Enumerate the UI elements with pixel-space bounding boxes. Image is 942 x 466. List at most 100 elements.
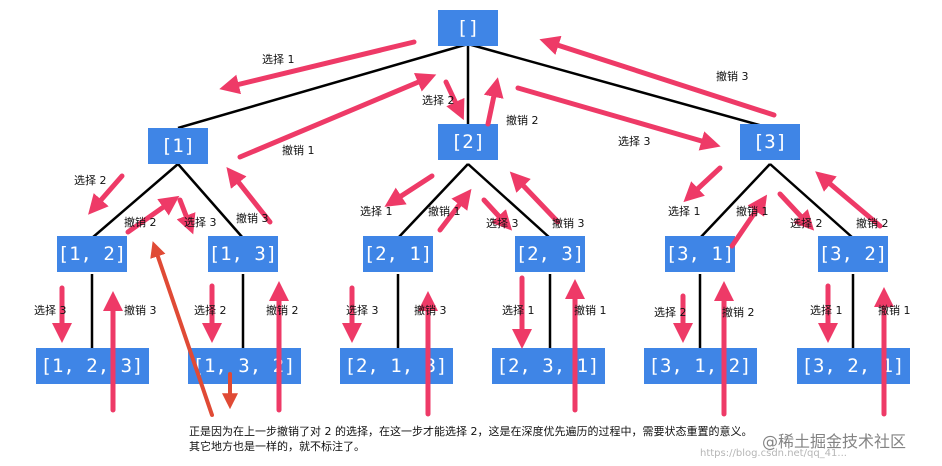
edge-n1-n13	[177, 163, 244, 239]
arrow-n1-undo-3	[226, 166, 273, 225]
label-n2-undo-3: 撤销 3	[552, 216, 585, 230]
node-3-label: [3]	[753, 131, 787, 153]
label-n2-select-3: 选择 3	[486, 216, 519, 230]
edge-root-n3	[467, 42, 771, 130]
label-n3-undo-1: 撤销 1	[736, 204, 769, 218]
label-n2-undo-1: 撤销 1	[428, 204, 461, 218]
node-2-3-1-label: [2, 3, 1]	[497, 355, 600, 377]
arrow-select-3	[515, 85, 721, 151]
arrow-n1-select-3	[176, 197, 196, 235]
watermark-url: https://blog.csdn.net/qq_41...	[700, 448, 847, 459]
node-root-label: []	[457, 17, 480, 39]
label-l31-select: 选择 2	[654, 305, 687, 319]
label-n3-select-1: 选择 1	[668, 204, 701, 218]
node-3-2-label: [3, 2]	[819, 243, 888, 265]
label-select-3: 选择 3	[618, 134, 651, 148]
node-3-1-2-label: [3, 1, 2]	[649, 355, 752, 377]
label-l32-select: 选择 1	[810, 303, 843, 317]
arrow-n2-select-3	[481, 197, 513, 231]
arrow-undo-3	[539, 35, 777, 118]
edge-n2-n21	[397, 163, 469, 239]
step-labels: 选择 1 选择 2 选择 3 撤销 1 撤销 2 撤销 3 选择 2 撤销 2 …	[34, 52, 911, 319]
label-undo-2: 撤销 2	[506, 113, 539, 127]
label-n2-select-1: 选择 1	[360, 204, 393, 218]
edge-root-n1	[177, 42, 469, 130]
node-2-3: [2, 3]	[515, 236, 585, 272]
label-l13-select: 选择 2	[194, 303, 227, 317]
node-3: [3]	[740, 124, 800, 160]
edge-n3-n31	[699, 163, 771, 239]
node-3-1: [3, 1]	[665, 236, 735, 272]
arrow-select-1	[219, 39, 417, 95]
label-l23-select: 选择 1	[502, 303, 535, 317]
arrow-n1-select-2	[88, 173, 125, 215]
arrow-select-2	[443, 79, 465, 121]
edge-n3-n32	[769, 163, 854, 239]
node-2-3-1: [2, 3, 1]	[492, 348, 605, 384]
node-1-3-2-label: [1, 3, 2]	[193, 355, 296, 377]
node-1: [1]	[148, 128, 208, 164]
arrow-n3-select-1	[683, 165, 723, 203]
node-2-1-3-label: [2, 1, 3]	[345, 355, 448, 377]
arrow-n3-undo-1	[729, 194, 768, 249]
arrow-n2-undo-1	[437, 188, 472, 233]
node-1-2-3: [1, 2, 3]	[36, 348, 149, 384]
note-line-1: 正是因为在上一步撤销了对 2 的选择，在这一步才能选择 2，这是在深度优先遍历的…	[189, 425, 753, 438]
watermark-logo-text: @稀土掘金技术社区	[762, 432, 907, 451]
node-2-1-label: [2, 1]	[364, 243, 433, 265]
label-n1-undo-2: 撤销 2	[124, 215, 157, 229]
node-1-3-label: [1, 3]	[209, 243, 278, 265]
node-1-2: [1, 2]	[57, 236, 127, 272]
label-l12-select: 选择 3	[34, 303, 67, 317]
label-n1-select-2: 选择 2	[74, 173, 107, 187]
node-1-2-3-label: [1, 2, 3]	[41, 355, 144, 377]
node-1-3: [1, 3]	[208, 236, 278, 272]
arrow-undo-2	[483, 77, 504, 127]
arrow-n1-undo-2	[125, 195, 180, 235]
node-1-3-2: [1, 3, 2]	[188, 348, 301, 384]
label-undo-1: 撤销 1	[282, 143, 315, 157]
label-l31-undo: 撤销 2	[722, 305, 755, 319]
arrow-n3-select-2	[777, 191, 815, 231]
edge-n1-n12	[91, 163, 179, 239]
arrow-n2-select-1	[384, 173, 435, 207]
edge-n2-n23	[467, 163, 551, 239]
node-3-2: [3, 2]	[818, 236, 888, 272]
explanation-note: 正是因为在上一步撤销了对 2 的选择，在这一步才能选择 2，这是在深度优先遍历的…	[189, 424, 829, 454]
node-2: [2]	[438, 124, 498, 160]
label-n3-undo-2: 撤销 2	[856, 216, 889, 230]
label-l12-undo: 撤销 3	[124, 303, 157, 317]
node-3-1-label: [3, 1]	[666, 243, 735, 265]
label-n1-undo-3: 撤销 3	[236, 211, 269, 225]
arrow-n3-undo-2	[815, 171, 883, 229]
label-select-1: 选择 1	[262, 52, 295, 66]
arrow-undo-1	[237, 73, 437, 160]
node-2-1: [2, 1]	[363, 236, 433, 272]
node-1-label: [1]	[161, 135, 195, 157]
red-note-arrows	[150, 241, 238, 417]
label-l21-undo: 撤销 3	[414, 303, 447, 317]
label-select-2: 选择 2	[422, 93, 455, 107]
node-root: []	[438, 10, 498, 46]
node-3-2-1: [3, 2, 1]	[797, 348, 910, 384]
note-arrow-up	[150, 241, 214, 417]
label-n3-select-2: 选择 2	[790, 216, 823, 230]
node-1-2-label: [1, 2]	[58, 243, 127, 265]
tree-nodes: [] [1] [2] [3] [1, 2] [1, 3] [2, 1] [2	[36, 10, 910, 384]
label-l23-undo: 撤销 1	[574, 303, 607, 317]
label-l32-undo: 撤销 1	[878, 303, 911, 317]
pink-arrows	[52, 35, 894, 417]
label-l13-undo: 撤销 2	[266, 303, 299, 317]
node-3-1-2: [3, 1, 2]	[644, 348, 757, 384]
label-undo-3: 撤销 3	[716, 69, 749, 83]
node-2-label: [2]	[451, 131, 485, 153]
tree-edges	[90, 42, 855, 348]
node-3-2-1-label: [3, 2, 1]	[802, 355, 905, 377]
label-l21-select: 选择 3	[346, 303, 379, 317]
node-2-3-label: [2, 3]	[516, 243, 585, 265]
node-2-1-3: [2, 1, 3]	[340, 348, 453, 384]
arrow-n2-undo-3	[509, 171, 561, 225]
note-line-2: 其它地方也是一样的，就不标注了。	[189, 440, 365, 453]
label-n1-select-3: 选择 3	[184, 215, 217, 229]
